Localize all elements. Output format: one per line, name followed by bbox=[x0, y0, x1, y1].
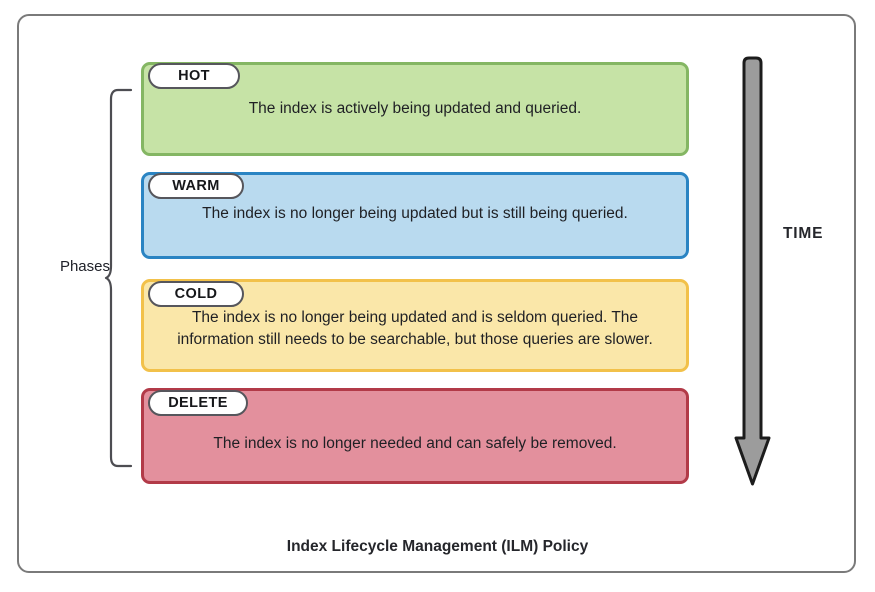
time-arrow-icon bbox=[732, 54, 772, 490]
phase-label-delete[interactable]: DELETE bbox=[148, 390, 248, 416]
phase-label-hot[interactable]: HOT bbox=[148, 63, 240, 89]
phase-description-hot: The index is actively being updated and … bbox=[248, 100, 582, 117]
phase-box-warm[interactable]: The index is no longer being updated but… bbox=[141, 172, 689, 259]
time-label: TIME bbox=[783, 225, 824, 242]
phase-description-warm: The index is no longer being updated but… bbox=[202, 205, 628, 222]
phase-label-warm[interactable]: WARM bbox=[148, 173, 244, 199]
phases-label: Phases bbox=[59, 258, 110, 275]
phases-bracket bbox=[104, 88, 134, 468]
phase-description-cold: The index is no longer being updated and… bbox=[177, 309, 653, 348]
diagram-caption: Index Lifecycle Management (ILM) Policy bbox=[286, 538, 589, 555]
phase-label-cold[interactable]: COLD bbox=[148, 281, 244, 307]
phase-description-delete: The index is no longer needed and can sa… bbox=[213, 435, 617, 452]
